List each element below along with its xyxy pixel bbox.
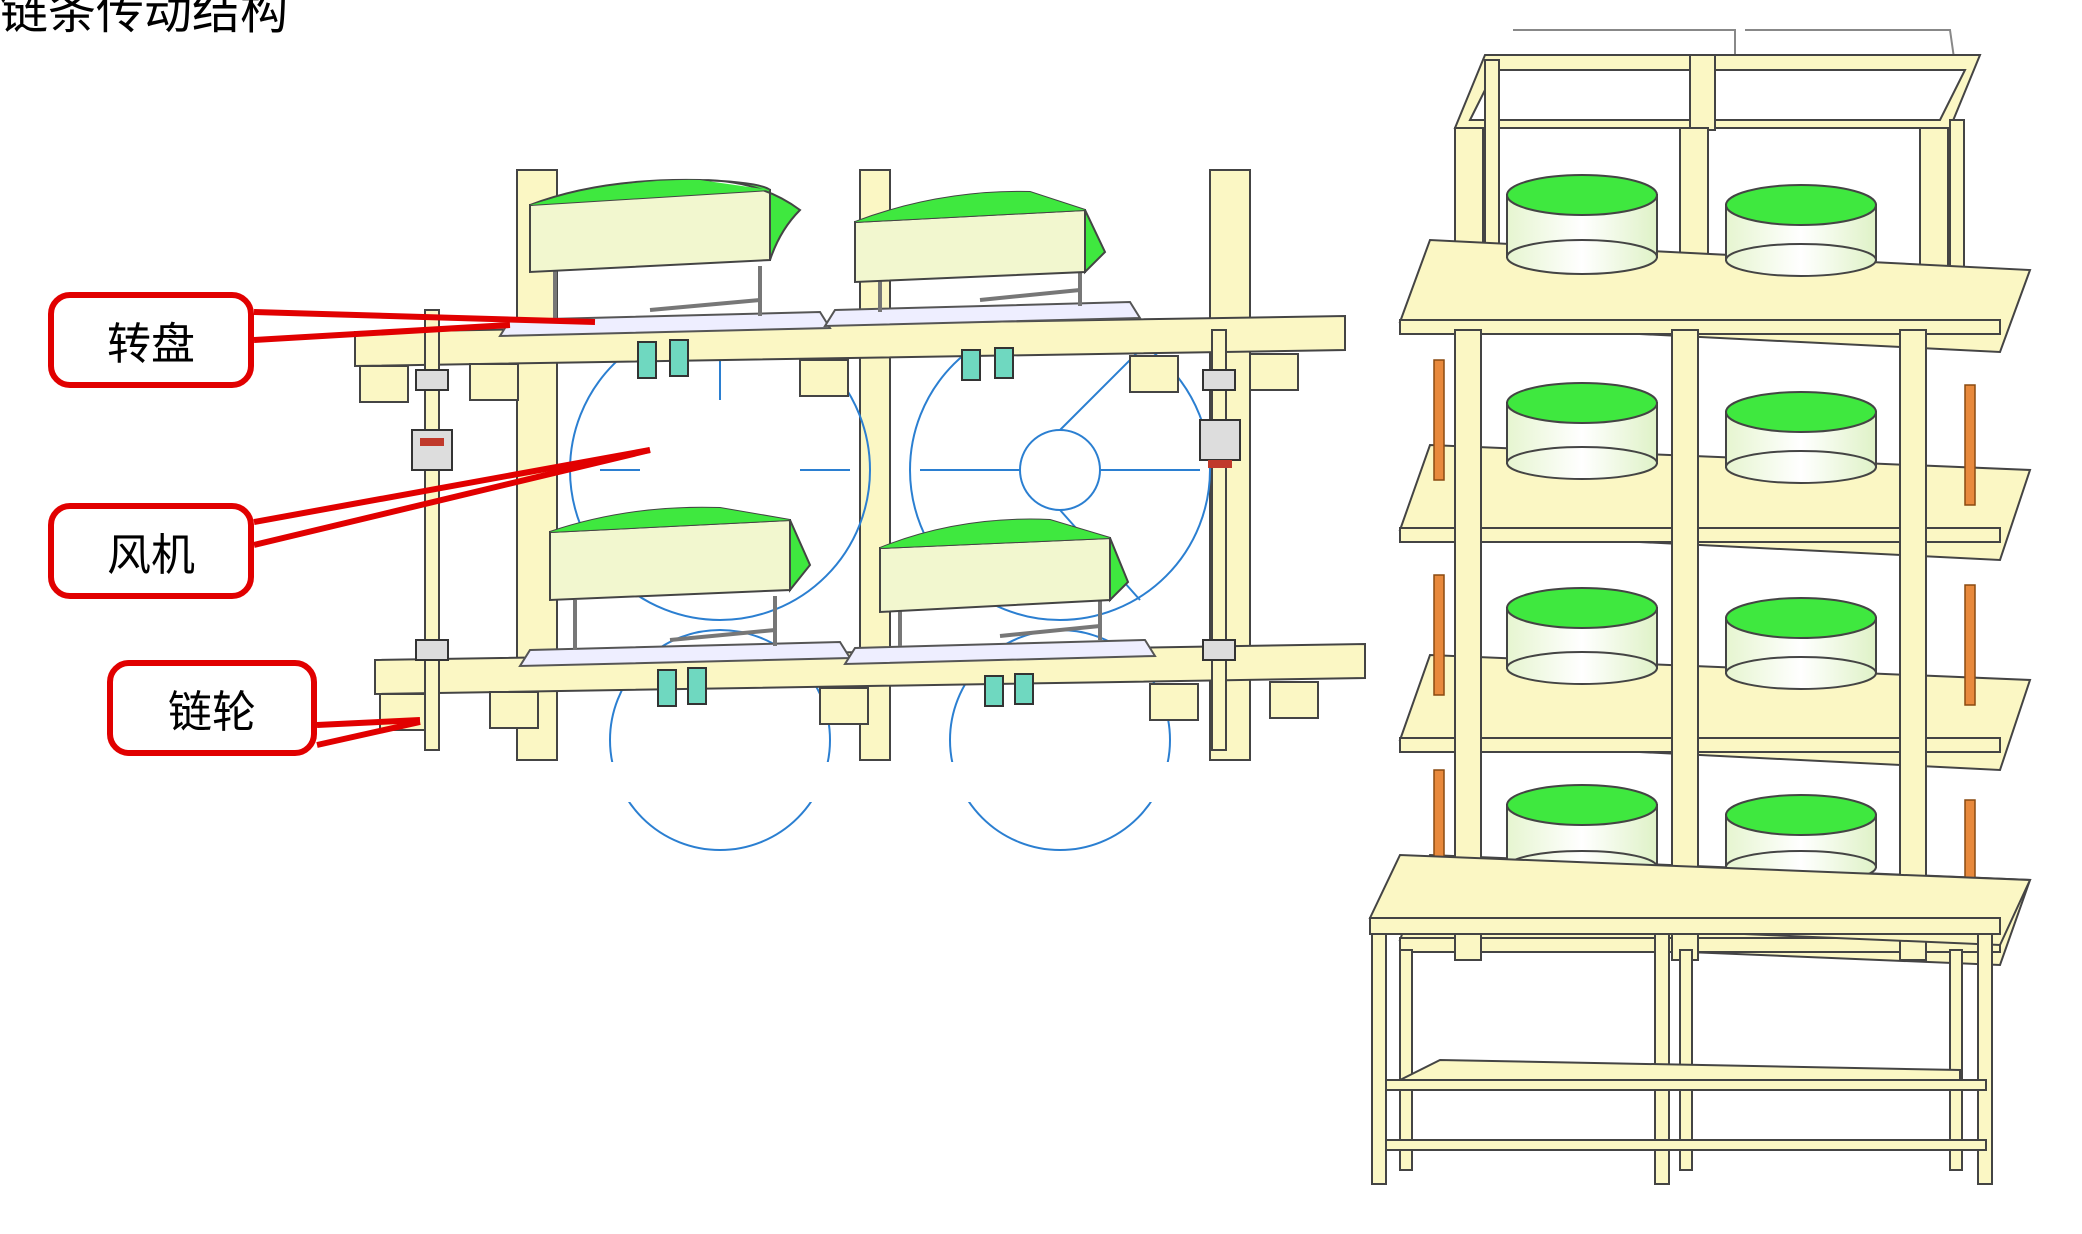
callout-sprocket: 链轮 <box>107 660 317 756</box>
page-heading: 链条传动结构 <box>0 0 289 40</box>
rack-turntables <box>1506 174 1877 884</box>
rack-overall-view <box>1368 29 2032 1185</box>
rack-turntable <box>1506 174 1658 275</box>
rack-stand <box>1368 853 2032 1185</box>
rack-turntable <box>1725 597 1877 690</box>
turntable-upper-right <box>823 190 1142 328</box>
callout-turntable: 转盘 <box>48 292 254 388</box>
rack-turntable <box>1506 587 1658 685</box>
pointer-lines <box>253 309 651 748</box>
chain-rods <box>411 309 1241 751</box>
detail-view <box>340 169 1380 851</box>
callout-label: 风机 <box>107 530 195 581</box>
callout-label: 链轮 <box>168 687 256 738</box>
callout-label: 转盘 <box>107 319 195 370</box>
turntable-upper-left <box>498 178 832 338</box>
rack-turntable <box>1725 184 1877 277</box>
rack-turntable <box>1725 391 1877 484</box>
rack-turntable <box>1506 382 1658 480</box>
rack-columns <box>1454 329 1927 961</box>
rack-shelves <box>1398 238 2032 967</box>
sprocket-brackets <box>637 339 1034 707</box>
turntable-lower-left <box>518 506 852 668</box>
turntable-lower-right <box>843 518 1157 666</box>
callout-fan: 风机 <box>48 503 254 599</box>
